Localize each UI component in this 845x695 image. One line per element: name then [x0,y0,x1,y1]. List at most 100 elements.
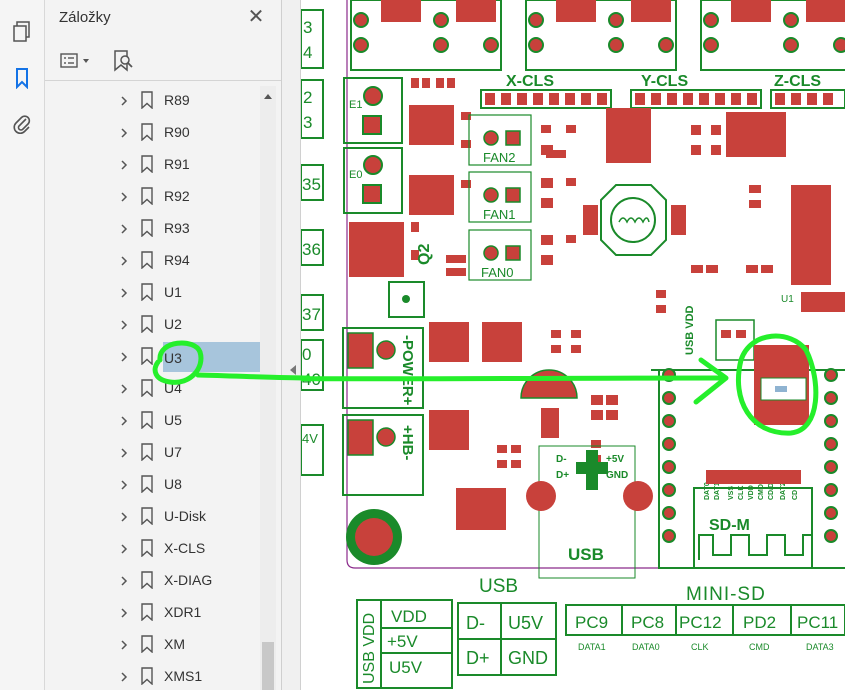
pages-icon[interactable] [8,18,36,46]
bookmark-item[interactable]: R92 [45,180,260,212]
bookmark-label: R94 [164,252,190,268]
chevron-right-icon[interactable] [118,542,130,554]
svg-text:CMD: CMD [758,484,765,500]
bookmark-icon [140,411,154,430]
find-current-bookmark-button[interactable] [111,48,137,74]
bookmark-item[interactable]: U5 [45,404,260,436]
vdd-side-label: USB VDD [361,613,378,684]
transistor-label: Q2 [416,244,433,265]
close-panel-button[interactable]: ✕ [247,6,265,28]
usb-section-title: USB [479,576,518,597]
vdd-selector: USB VDD VDD +5V U5V [356,599,453,689]
left-edge-labels: 3 4 2 3 35 36 37 0 40 4V [302,18,321,446]
bookmark-item[interactable]: R93 [45,212,260,244]
chevron-right-icon[interactable] [118,286,130,298]
fan-label: FAN1 [483,207,516,222]
bookmark-icon [140,539,154,558]
scrollbar-thumb[interactable] [262,642,274,690]
left-edge-connectors [300,9,324,476]
chevron-right-icon[interactable] [118,382,130,394]
edge-label: 36 [302,240,321,259]
options-menu-button[interactable] [57,49,97,73]
bookmark-search-icon [114,50,133,72]
stepper-driver-footprints [350,0,845,71]
bookmark-item[interactable]: U3 [45,340,260,372]
mosfet-pads [349,105,845,530]
bookmark-item[interactable]: R91 [45,148,260,180]
chevron-right-icon[interactable] [118,318,130,330]
bookmark-label: R91 [164,156,190,172]
sd-pin-sub: CMD [749,642,770,652]
fan-labels: FAN2 FAN1 FAN0 [481,150,516,280]
chevron-right-icon[interactable] [118,606,130,618]
bookmark-label: U2 [164,316,182,332]
bookmark-item[interactable]: U8 [45,468,260,500]
usb-box-cell: D+ [466,648,490,668]
svg-text:VDD: VDD [748,485,755,500]
sd-pin-sub: DATA0 [632,642,660,652]
bookmark-item[interactable]: XM [45,628,260,660]
bookmark-item[interactable]: R90 [45,116,260,148]
sd-pin-name: PD2 [743,613,776,632]
usb-box-cell: U5V [508,613,543,633]
chevron-right-icon[interactable] [118,190,130,202]
chevron-right-icon[interactable] [118,158,130,170]
chevron-right-icon[interactable] [118,222,130,234]
bookmark-item[interactable]: U1 [45,276,260,308]
chevron-right-icon[interactable] [118,478,130,490]
bookmark-icon [140,251,154,270]
svg-text:DAT1: DAT1 [714,482,721,500]
heatbed-label: +HB- [399,425,416,460]
tool-rail [0,0,45,690]
usb-connector-outline [538,445,636,579]
bookmark-item[interactable]: R94 [45,244,260,276]
bookmark-item[interactable]: R89 [45,84,260,116]
edge-label: 3 [303,18,312,37]
usb-pad-label: D+ [556,470,569,481]
chevron-right-icon[interactable] [118,510,130,522]
bookmark-label: U8 [164,476,182,492]
endstop-label: Z-CLS [774,73,821,90]
chevron-right-icon[interactable] [118,126,130,138]
bookmark-icon [140,187,154,206]
usb-box-cell: GND [508,648,548,668]
bookmark-item[interactable]: X-CLS [45,532,260,564]
bookmarks-icon[interactable] [8,64,36,92]
chevron-right-icon[interactable] [118,94,130,106]
annotation-overlay [152,340,310,385]
chevron-right-icon[interactable] [118,446,130,458]
bookmark-scrollbar[interactable] [260,86,276,690]
bookmark-item[interactable]: U2 [45,308,260,340]
bookmark-item[interactable]: U7 [45,436,260,468]
vdd-cell: VDD [391,607,427,626]
bookmark-label: XMS1 [164,668,203,684]
bookmark-icon [140,347,154,366]
bookmark-item[interactable]: XMS1 [45,660,260,690]
collapse-arrow-icon[interactable] [290,365,296,375]
chevron-right-icon[interactable] [118,574,130,586]
endstop-headers [480,89,845,109]
sd-pin-name: PC12 [679,613,722,632]
bookmark-icon [140,315,154,334]
annotation-arrow-line [198,375,724,382]
chevron-right-icon[interactable] [118,254,130,266]
fan-label: FAN2 [483,150,516,165]
edge-label: 3 [303,113,312,132]
attachments-icon[interactable] [8,110,36,138]
bookmark-label: U1 [164,284,182,300]
bookmark-item[interactable]: U-Disk [45,500,260,532]
scroll-up-icon[interactable] [264,94,272,99]
chevron-right-icon[interactable] [118,414,130,426]
chevron-right-icon[interactable] [118,350,130,362]
chevron-right-icon[interactable] [118,638,130,650]
pcb-drawing: 3 4 2 3 35 36 37 0 40 4V X-CLS Y-CLS Z-C… [156,0,845,689]
chevron-right-icon[interactable] [118,670,130,682]
fan-label: FAN0 [481,265,514,280]
bookmark-item[interactable]: X-DIAG [45,564,260,596]
mini-sd-section-title: MINI-SD [686,584,766,605]
annotation-circle-right [735,333,819,436]
bookmark-item[interactable]: XDR1 [45,596,260,628]
bookmark-label: X-CLS [164,540,206,556]
